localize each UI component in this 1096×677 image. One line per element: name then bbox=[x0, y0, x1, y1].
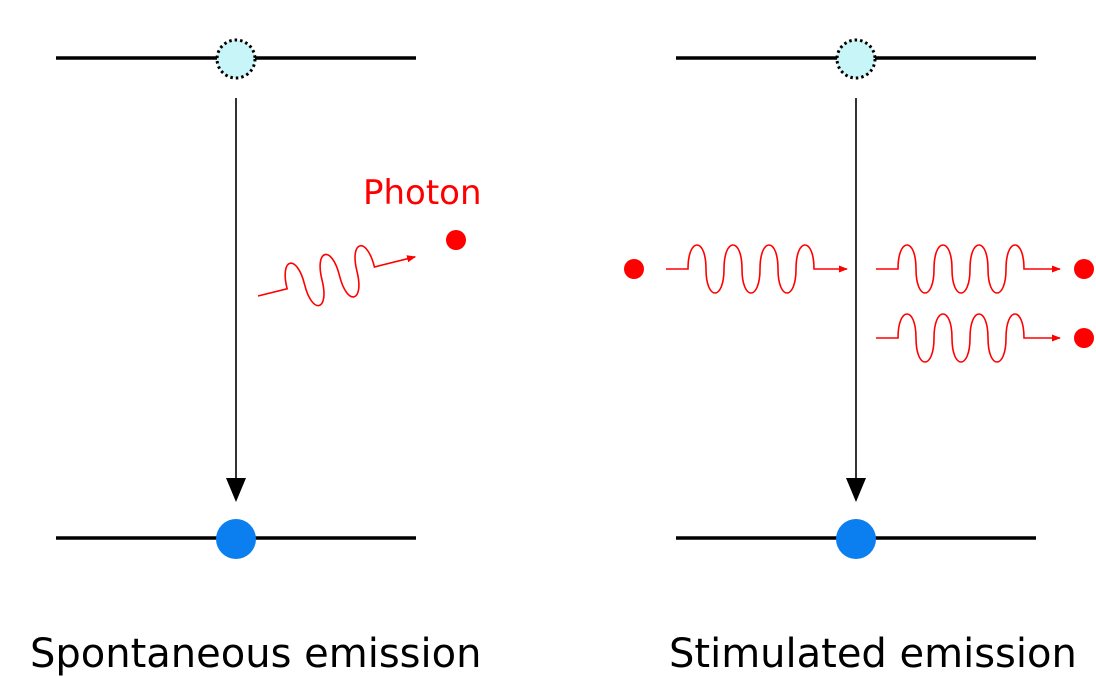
emitted-photon-dot bbox=[446, 230, 466, 250]
outgoing-photon-wave-1 bbox=[876, 244, 1061, 294]
outgoing-photon-dot-1 bbox=[1074, 259, 1094, 279]
spontaneous-emission-caption: Spontaneous emission bbox=[30, 631, 482, 677]
excited-atom-vacant bbox=[215, 38, 257, 80]
spontaneous-emission-panel: Photon bbox=[56, 38, 482, 559]
ground-atom bbox=[836, 519, 876, 559]
photon-label: Photon bbox=[363, 173, 482, 213]
transition-arrowhead bbox=[846, 478, 866, 502]
ground-atom bbox=[216, 519, 256, 559]
stimulated-emission-panel bbox=[624, 38, 1094, 559]
outgoing-photon-dot-2 bbox=[1074, 328, 1094, 348]
excited-atom-vacant bbox=[835, 38, 877, 80]
stimulated-emission-caption: Stimulated emission bbox=[669, 631, 1077, 677]
emitted-photon-wave bbox=[257, 245, 417, 307]
incoming-photon-wave bbox=[666, 244, 848, 294]
transition-arrowhead bbox=[226, 478, 246, 502]
incoming-photon-dot bbox=[624, 259, 644, 279]
outgoing-photon-wave-2 bbox=[876, 313, 1061, 363]
